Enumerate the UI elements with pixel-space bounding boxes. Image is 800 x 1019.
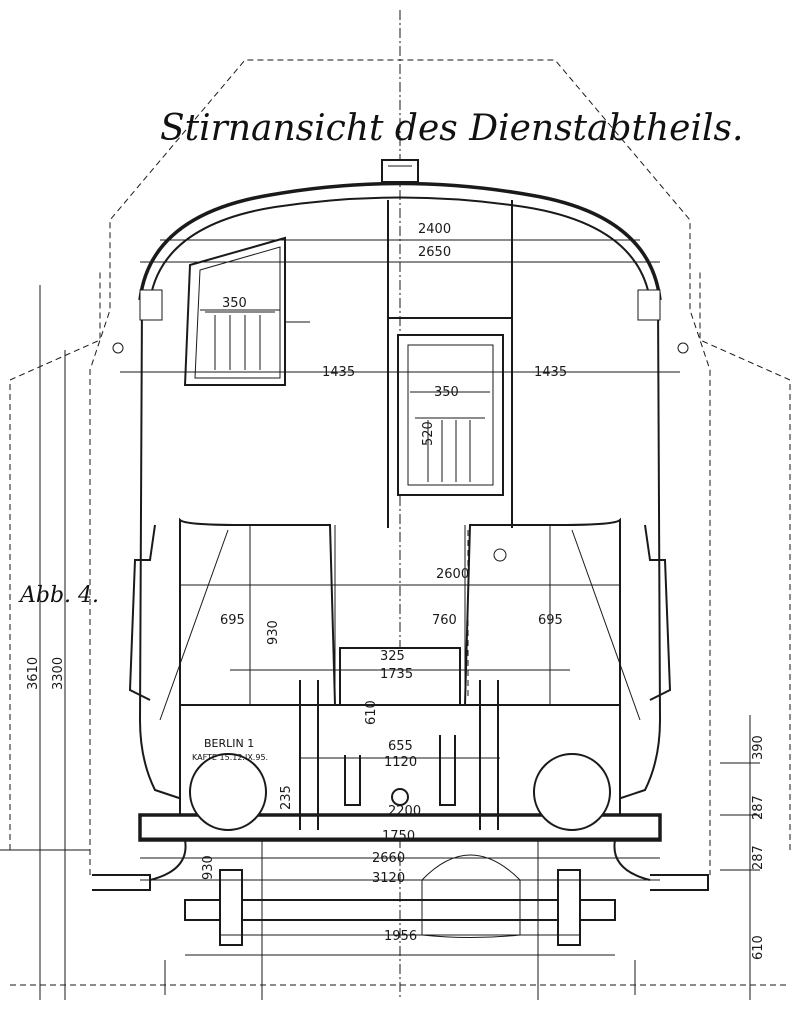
dim-760: 760 [432,613,457,628]
dim-930-lower: 930 [201,855,216,880]
dim-2660: 2660 [372,851,405,866]
dim-1435-right: 1435 [534,365,567,380]
brake-wheel-hub [493,548,507,562]
dim-610-center: 610 [364,700,379,725]
dim-2200: 2200 [388,804,421,819]
dim-325: 325 [380,649,405,664]
roof-outer [138,181,662,301]
platform-outline [179,517,621,706]
plate-line-2: KAFTE 15.12.IX.95. [192,753,268,762]
dim-287-lower: 287 [751,845,766,870]
dim-1956: 1956 [384,929,417,944]
body-wall-right [614,299,662,801]
dim-520: 520 [421,421,436,446]
dim-3120: 3120 [372,871,405,886]
coupling-hoses [344,735,456,806]
journal-lines [261,840,539,1000]
end-door-frame [387,200,513,528]
coupler-hook [391,788,409,806]
dim-235: 235 [279,785,294,810]
steps [92,874,709,891]
left-buffer [189,753,267,831]
right-wheel [557,869,581,946]
roof-inner [149,196,651,301]
door-window-frame [397,334,504,496]
dim-1120: 1120 [384,755,417,770]
dim-287-upper: 287 [751,795,766,820]
dim-1750: 1750 [382,829,415,844]
dim-695-right: 695 [538,613,563,628]
upper-window-frame [183,236,286,386]
platform-edge [164,954,636,995]
axle [184,899,616,921]
dim-350-door: 350 [434,385,459,400]
roof-vent [381,159,419,183]
right-handrail [644,524,672,701]
dimension-lines [0,239,760,1000]
drawing-title: Stirnansicht des Dienstabtheils. [160,108,743,149]
brake-rods [299,680,499,830]
dim-655: 655 [388,739,413,754]
loading-gauge-outline [89,59,711,875]
left-handrail [128,524,156,701]
dim-2600: 2600 [436,567,469,582]
plate-line-1: BERLIN 1 [204,737,254,750]
dim-695-left: 695 [220,613,245,628]
left-lamp-bracket [139,289,163,321]
right-lamp-bracket [637,289,661,321]
right-buffer [533,753,611,831]
dim-3610: 3610 [26,657,41,690]
right-lamp [677,342,689,354]
figure-label: Abb. 4. [18,583,99,608]
dim-2650: 2650 [418,245,451,260]
dim-1435-left: 1435 [322,365,355,380]
left-lamp [112,342,124,354]
dim-3300: 3300 [51,657,66,690]
dim-610-side: 610 [751,935,766,960]
step-hangers [149,839,651,881]
clearance-profile-outline [9,270,791,850]
dim-930-upper: 930 [266,620,281,645]
dim-1735: 1735 [380,667,413,682]
left-wheel [219,869,243,946]
dim-350-upper: 350 [222,296,247,311]
diagonal-braces [159,529,641,721]
body-wall-left [138,299,186,801]
center-gear [421,854,521,938]
dim-390: 390 [751,735,766,760]
dim-2400: 2400 [418,222,451,237]
